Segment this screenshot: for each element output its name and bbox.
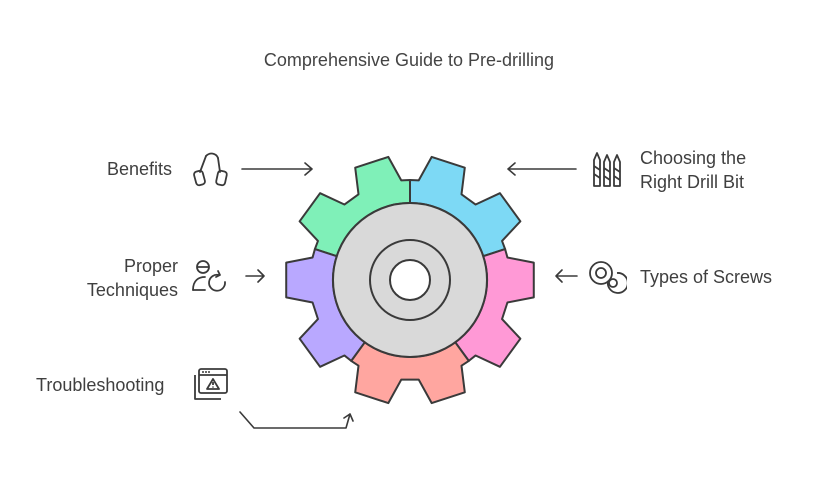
label-troubleshooting: Troubleshooting: [36, 375, 165, 395]
label-proper-line1: Proper: [123, 256, 178, 276]
arrow-screws: [555, 269, 578, 283]
arrow-benefits: [241, 162, 313, 176]
screws-icon: [589, 261, 627, 294]
arrow-drill-bit: [507, 162, 577, 176]
label-proper-line2: Techniques: [86, 280, 178, 300]
warning-window-icon: [194, 368, 228, 400]
diagram-title: Comprehensive Guide to Pre-drilling: [263, 50, 555, 70]
label-types-of-screws: Types of Screws: [640, 267, 773, 287]
label-choosing-line2: Right Drill Bit: [640, 172, 745, 192]
person-refresh-icon: [192, 260, 226, 292]
label-benefits: Benefits: [107, 159, 173, 179]
arrow-techniques: [245, 269, 265, 283]
grip-strengthener-icon: [193, 152, 228, 187]
label-choosing-line1: Choosing the: [640, 148, 747, 168]
label-choosing-drill-bit: Choosing the Right Drill Bit: [640, 146, 746, 194]
gear-axle-hole: [389, 259, 431, 301]
arrow-troubleshooting: [239, 411, 354, 429]
label-proper-techniques: Proper Techniques: [70, 254, 178, 302]
drill-bits-icon: [593, 152, 621, 187]
